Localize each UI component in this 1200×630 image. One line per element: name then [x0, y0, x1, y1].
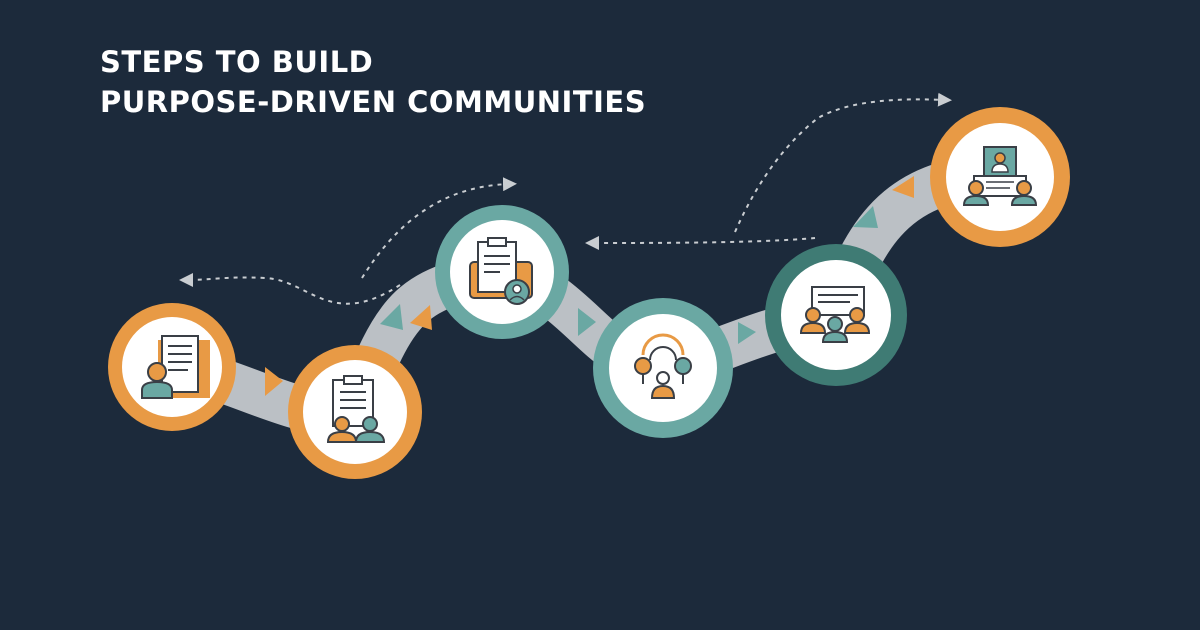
chevron-arrow-icon: [265, 367, 283, 396]
profile-document-icon: [469, 237, 533, 305]
step-1-node: [108, 303, 236, 431]
step-6-node: [930, 107, 1070, 247]
step-4-node: [593, 298, 733, 438]
award-badges-icon: [634, 333, 692, 399]
step-5-node: [765, 244, 907, 386]
video-conference-icon: [962, 146, 1038, 206]
title-line-1: STEPS TO BUILD: [100, 45, 374, 79]
chevron-arrow-icon: [738, 322, 756, 344]
page-title: STEPS TO BUILD PURPOSE-DRIVEN COMMUNITIE…: [100, 42, 646, 122]
team-document-icon: [326, 375, 386, 443]
chevron-arrow-icon: [892, 176, 914, 198]
chevron-arrow-icon: [853, 206, 878, 228]
dashed-arrow-left: [179, 272, 401, 305]
step-3-node: [435, 205, 569, 339]
dashed-arrow-middle: [585, 235, 816, 250]
chevron-arrow-icon: [410, 305, 432, 330]
title-line-2: PURPOSE-DRIVEN COMMUNITIES: [100, 85, 647, 119]
step-2-node: [288, 345, 422, 479]
team-meeting-icon: [799, 286, 871, 343]
presenter-board-icon: [141, 335, 210, 399]
chevron-arrow-icon: [578, 308, 596, 336]
chevron-arrow-icon: [380, 304, 403, 330]
